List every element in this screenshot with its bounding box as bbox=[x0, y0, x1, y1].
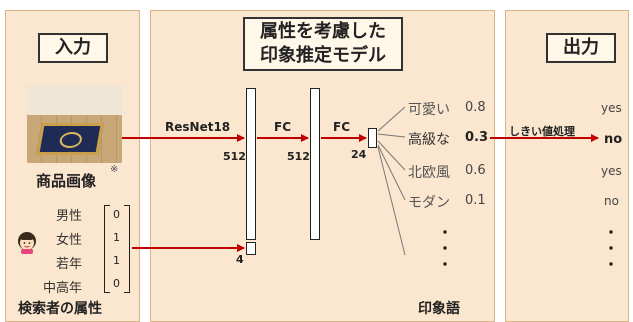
resnet-output-layer bbox=[246, 88, 256, 240]
threshold-label: しきい値処理 bbox=[509, 125, 575, 138]
impression-score-modern: 0.1 bbox=[465, 193, 486, 208]
output-result-kawaii: yes bbox=[601, 101, 622, 115]
impression-word-hokuou: 北欧風 bbox=[408, 165, 450, 181]
attribute-label-middle-aged: 中高年 bbox=[43, 281, 83, 296]
model-title-line1: 属性を考慮した bbox=[260, 21, 386, 42]
model-title-line2: 印象推定モデル bbox=[260, 45, 386, 66]
impression-score-kawaii: 0.8 bbox=[465, 100, 486, 115]
attribute-label-young: 若年 bbox=[56, 257, 83, 272]
dim-4: 4 bbox=[236, 253, 244, 266]
dim-512-resnet: 512 bbox=[223, 150, 246, 163]
dim-24: 24 bbox=[351, 148, 367, 161]
fc1-label: FC bbox=[274, 120, 292, 134]
attribute-bracket-left bbox=[104, 205, 110, 293]
attribute-label-female: 女性 bbox=[56, 233, 83, 248]
impression-word-koukyuu: 高級な bbox=[408, 132, 450, 148]
input-title: 入力 bbox=[38, 33, 108, 63]
dim-512-fc1: 512 bbox=[287, 150, 310, 163]
impression-score-koukyuu: 0.3 bbox=[465, 130, 489, 145]
fc2-output-layer bbox=[368, 128, 377, 148]
model-title: 属性を考慮した 印象推定モデル bbox=[243, 17, 403, 71]
impression-score-hokuou: 0.6 bbox=[465, 163, 486, 178]
product-image-label: 商品画像 bbox=[36, 172, 97, 190]
attribute-value-male: 0 bbox=[113, 208, 120, 221]
product-image-note: ※ bbox=[110, 164, 119, 175]
attribute-label-male: 男性 bbox=[56, 209, 83, 224]
output-title: 出力 bbox=[546, 33, 616, 63]
attribute-value-young: 1 bbox=[113, 254, 120, 267]
product-image bbox=[27, 85, 122, 163]
fc2-label: FC bbox=[333, 120, 351, 134]
output-result-modern: no bbox=[604, 194, 619, 208]
attribute-bracket-right bbox=[124, 205, 130, 293]
output-result-koukyuu: no bbox=[604, 132, 623, 147]
impression-ellipsis-dots bbox=[443, 230, 447, 266]
attribute-input-layer bbox=[246, 242, 256, 255]
resnet-label: ResNet18 bbox=[165, 120, 231, 134]
output-result-hokuou: yes bbox=[601, 164, 622, 178]
user-icon bbox=[18, 232, 36, 254]
impression-word-modern: モダン bbox=[408, 195, 450, 211]
attribute-value-middle-aged: 0 bbox=[113, 277, 120, 290]
output-ellipsis-dots bbox=[609, 230, 613, 266]
attributes-title: 検索者の属性 bbox=[18, 301, 102, 317]
attribute-value-female: 1 bbox=[113, 231, 120, 244]
impressions-title: 印象語 bbox=[418, 301, 460, 317]
fc1-output-layer bbox=[310, 88, 320, 240]
impression-fan-lines bbox=[377, 106, 406, 256]
impression-word-kawaii: 可愛い bbox=[408, 102, 450, 118]
